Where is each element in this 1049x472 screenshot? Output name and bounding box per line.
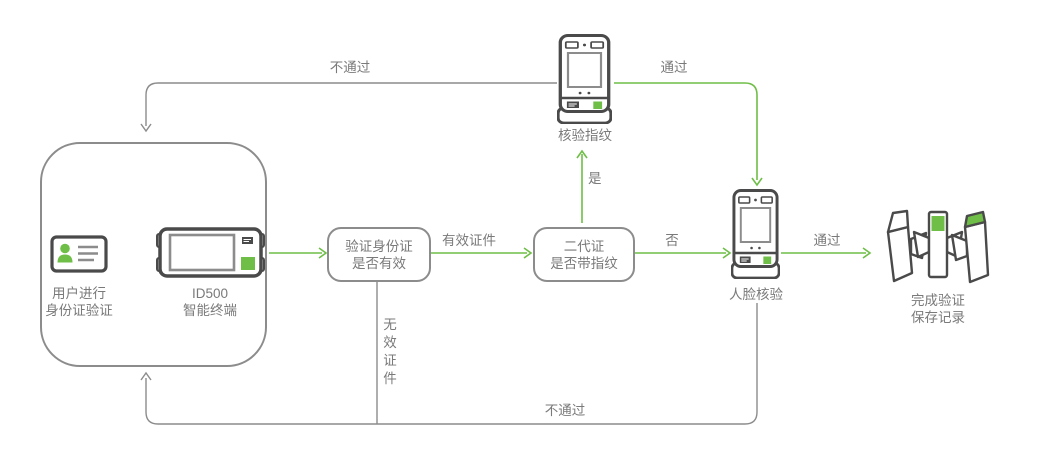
second-gen-fingerprint-node: 二代证 是否带指纹: [533, 227, 635, 282]
device-logo: [739, 256, 751, 263]
edge-face-pass-line: [781, 247, 872, 259]
id500-terminal-caption: ID500 智能终端: [183, 286, 237, 318]
user-verify-caption: 用户进行 身份证验证: [45, 286, 113, 318]
second-gen-fingerprint-label: 二代证 是否带指纹: [550, 238, 618, 271]
face-device-icon: [731, 189, 780, 279]
card-text-lines: [78, 245, 98, 262]
terminal-screen: [168, 233, 236, 272]
edge-yes-to-fingerprint-line: [576, 149, 588, 223]
edge-fingerprint-fail-return-line: [140, 82, 557, 133]
face-verify-caption: 人脸核验: [729, 287, 783, 302]
id500-terminal-icon: [156, 227, 265, 278]
edge-label-invalid-cert: 无 效 证 件: [383, 317, 397, 386]
edge-label-fail-bottom: 不通过: [544, 403, 586, 418]
device-logo: [566, 101, 579, 108]
gate-green-top: [963, 210, 987, 229]
card-person-head: [60, 243, 70, 254]
edge-valid-cert-line: [429, 247, 533, 259]
id-card-icon: [50, 235, 108, 273]
edge-label-fail-top: 不通过: [329, 60, 371, 75]
terminal-fingerprint-pad: [241, 257, 255, 270]
terminal-logo: [242, 237, 253, 244]
turnstile-gate-icon: [886, 209, 990, 284]
gate-complete-caption: 完成验证 保存记录: [911, 293, 965, 325]
edge-label-pass-top: 通过: [660, 60, 688, 75]
device-fingerprint-pad: [593, 101, 603, 109]
edge-no-to-face-line: [633, 247, 732, 259]
device-screen: [739, 207, 772, 243]
gate-green-pad: [931, 216, 945, 231]
edge-group-to-check: [269, 247, 328, 259]
check-id-validity-node: 验证身份证 是否有效: [327, 227, 431, 282]
edge-label-valid-cert: 有效证件: [442, 233, 496, 248]
edge-label-pass-right: 通过: [813, 233, 841, 248]
device-screen: [566, 52, 603, 88]
edge-label-yes: 是: [588, 171, 602, 186]
fingerprint-verify-caption: 核验指纹: [558, 128, 612, 143]
check-id-validity-label: 验证身份证 是否有效: [345, 238, 413, 271]
device-fingerprint-pad: [763, 256, 772, 264]
edge-label-no: 否: [665, 233, 679, 248]
edge-fingerprint-pass-line: [614, 82, 763, 187]
card-person-body: [57, 254, 73, 263]
fingerprint-device-icon: [557, 34, 612, 124]
